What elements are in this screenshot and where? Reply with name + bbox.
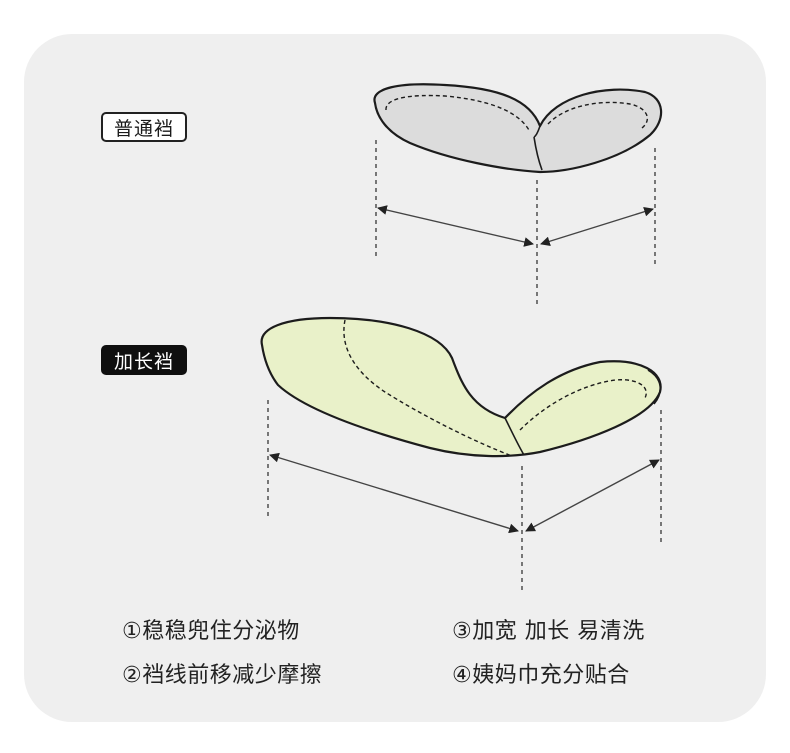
feature-2: ②裆线前移减少摩擦 (122, 663, 323, 688)
extended-crotch-label: 加长裆 (101, 345, 188, 375)
feature-4: ④姨妈巾充分贴合 (452, 663, 630, 688)
crotch-pad-extended-icon (260, 316, 662, 458)
normal-dimension-lines (375, 140, 656, 305)
crotch-pad-normal-icon (373, 83, 663, 174)
feature-3: ③加宽 加长 易清洗 (452, 619, 645, 644)
extended-dimension-lines (267, 400, 662, 592)
normal-crotch-label: 普通裆 (101, 112, 188, 142)
feature-1: ①稳稳兜住分泌物 (122, 619, 300, 644)
